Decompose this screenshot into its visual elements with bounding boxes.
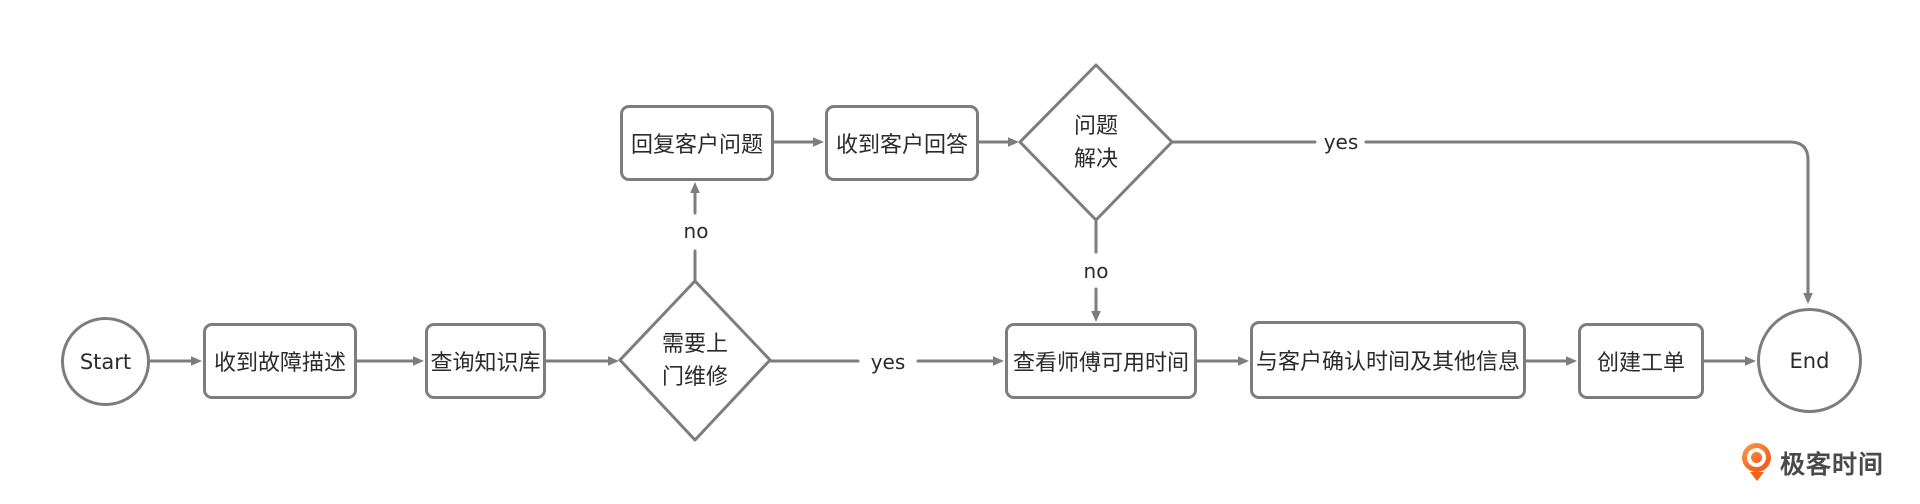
end-terminator: End <box>1757 308 1862 413</box>
edge-label-need-onsite-no: no <box>683 219 709 243</box>
edge-solved-yes-to-end <box>1364 140 1813 304</box>
process-label: 查询知识库 <box>430 351 541 376</box>
decision-problem-solved-shape <box>1018 63 1174 222</box>
process-reply-customer-question: 回复客户问题 <box>620 105 774 181</box>
process-label: 创建工单 <box>1596 351 1685 376</box>
geektime-logo: 极客时间 <box>1742 443 1884 482</box>
decision-need-onsite-repair-label: 需要上 门维修 <box>661 332 728 390</box>
process-label: 收到客户回答 <box>835 133 968 158</box>
decision-problem-solved-label: 问题 解决 <box>1073 114 1118 172</box>
geektime-logo-text: 极客时间 <box>1780 449 1885 479</box>
geektime-logo-icon <box>1742 443 1772 482</box>
process-label: 与客户确认时间及其他信息 <box>1255 350 1520 375</box>
process-label: 回复客户问题 <box>630 133 763 158</box>
start-label: Start <box>79 349 132 374</box>
decision-need-onsite-repair-shape <box>618 279 772 442</box>
end-label: End <box>1789 348 1830 373</box>
process-label: 收到故障描述 <box>213 351 346 376</box>
edge-label-problem-solved-no: no <box>1083 259 1109 283</box>
edge-label-need-onsite-yes: yes <box>870 350 906 374</box>
process-confirm-time-and-other-info: 与客户确认时间及其他信息 <box>1250 321 1526 399</box>
process-receive-customer-answer: 收到客户回答 <box>825 105 979 181</box>
process-label: 查看师傅可用时间 <box>1012 351 1189 376</box>
process-receive-fault-description: 收到故障描述 <box>203 323 357 399</box>
start-terminator: Start <box>61 317 150 406</box>
process-check-technician-available-time: 查看师傅可用时间 <box>1005 323 1197 399</box>
edge-label-problem-solved-yes: yes <box>1323 130 1359 154</box>
process-create-work-order: 创建工单 <box>1578 323 1704 399</box>
process-query-knowledge-base: 查询知识库 <box>425 323 546 399</box>
